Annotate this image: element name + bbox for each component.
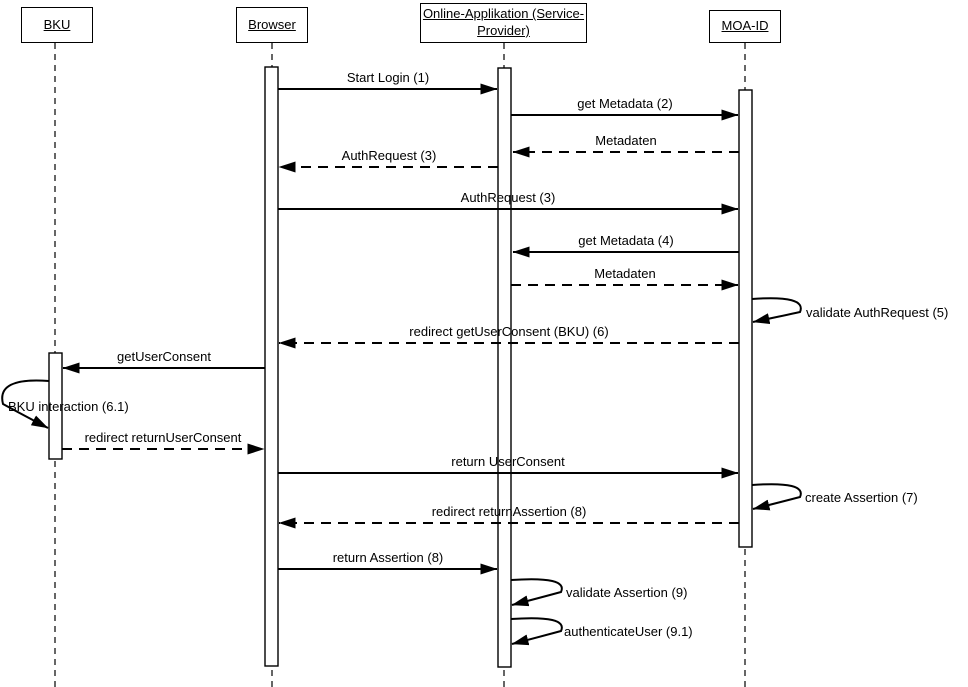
self-call-arrow-4 xyxy=(510,578,563,607)
message-label-4: AuthRequest (3) xyxy=(342,148,437,163)
self-call-label-2: BKU interaction (6.1) xyxy=(8,399,129,414)
message-label-10: redirect returnUserConsent xyxy=(85,430,242,445)
message-label-6: get Metadata (4) xyxy=(578,233,673,248)
message-label-7: Metadaten xyxy=(594,266,655,281)
message-label-2: get Metadata (2) xyxy=(577,96,672,111)
self-call-label-4: validate Assertion (9) xyxy=(566,585,687,600)
actor-label-browser: Browser xyxy=(248,16,296,32)
actor-box-moa-id: MOA-ID xyxy=(709,10,781,43)
self-call-label-5: authenticateUser (9.1) xyxy=(564,624,693,639)
message-label-8: redirect getUserConsent (BKU) (6) xyxy=(409,324,608,339)
message-label-1: Start Login (1) xyxy=(347,70,429,85)
message-label-12: redirect returnAssertion (8) xyxy=(432,504,587,519)
message-label-5: AuthRequest (3) xyxy=(461,190,556,205)
self-call-arrow-2 xyxy=(1,379,50,429)
self-call-arrow-1 xyxy=(751,297,802,325)
activation-bar-browser xyxy=(264,66,279,667)
self-call-arrow-5 xyxy=(510,617,563,646)
actor-box-bku: BKU xyxy=(21,7,93,43)
activation-bar-online-applikation xyxy=(497,67,512,668)
actor-label-online-applikation: Provider) xyxy=(477,23,530,38)
activation-bar-bku xyxy=(48,352,63,460)
self-call-arrow-3 xyxy=(751,483,802,511)
actor-label-online-applikation: Online-Applikation (Service- xyxy=(422,6,585,22)
actor-label-bku: BKU xyxy=(43,16,71,32)
message-label-13: return Assertion (8) xyxy=(333,550,444,565)
message-label-9: getUserConsent xyxy=(117,349,211,364)
self-call-label-1: validate AuthRequest (5) xyxy=(806,305,948,320)
actor-box-browser: Browser xyxy=(236,7,308,43)
message-label-11: return UserConsent xyxy=(451,454,565,469)
message-label-3: Metadaten xyxy=(595,133,656,148)
self-call-label-3: create Assertion (7) xyxy=(805,490,918,505)
actor-box-online-applikation: Online-Applikation (Service-Provider) xyxy=(420,3,587,43)
actor-label-moa-id: MOA-ID xyxy=(721,18,769,34)
activation-bar-moa-id xyxy=(738,89,753,548)
